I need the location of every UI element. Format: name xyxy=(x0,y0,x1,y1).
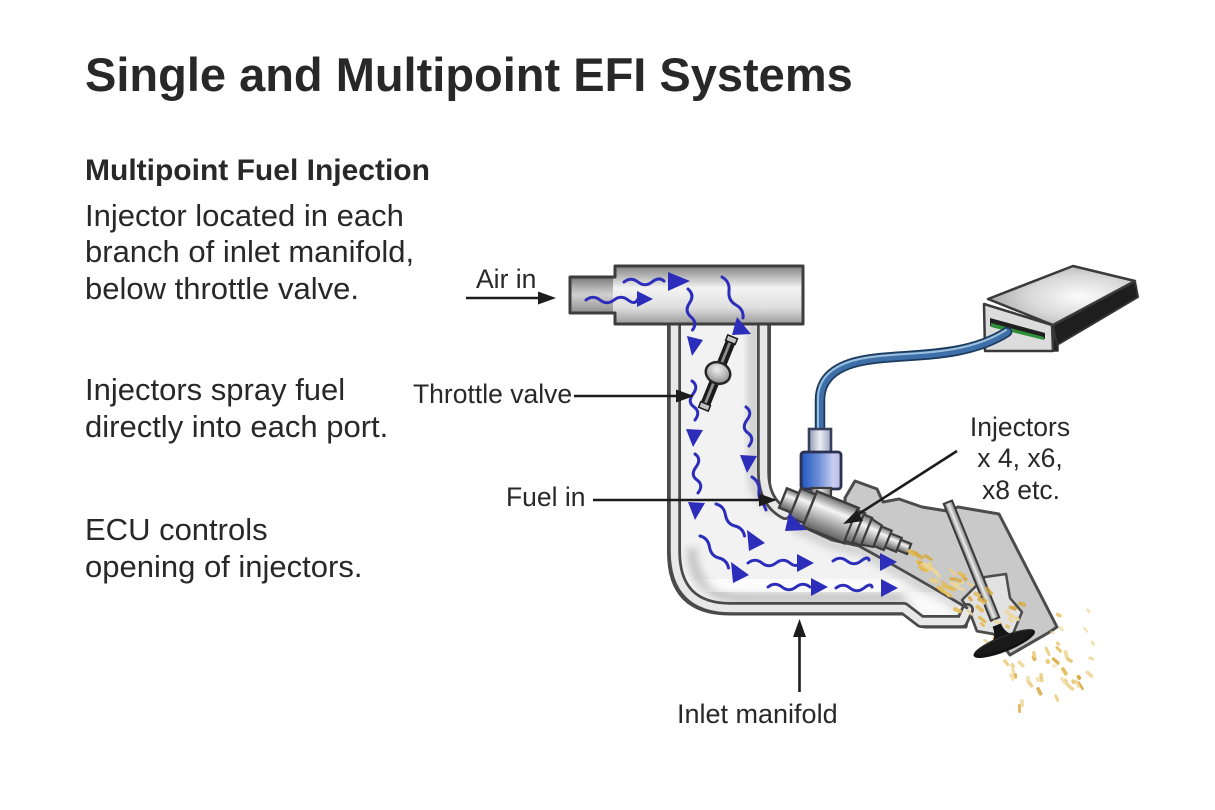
svg-text:directly into each port.: directly into each port. xyxy=(85,409,388,444)
svg-text:ECU controls: ECU controls xyxy=(85,512,268,547)
svg-text:Single and Multipoint EFI Syst: Single and Multipoint EFI Systems xyxy=(85,48,853,101)
svg-text:Throttle valve: Throttle valve xyxy=(413,379,572,409)
svg-text:Fuel in: Fuel in xyxy=(506,482,586,512)
svg-text:Air in: Air in xyxy=(476,264,536,294)
svg-text:below throttle valve.: below throttle valve. xyxy=(85,271,359,306)
svg-text:x8 etc.: x8 etc. xyxy=(982,475,1060,505)
svg-text:Injectors: Injectors xyxy=(970,412,1070,442)
svg-text:Injectors spray fuel: Injectors spray fuel xyxy=(85,372,345,407)
svg-text:x 4, x6,: x 4, x6, xyxy=(977,443,1062,473)
svg-text:Inlet manifold: Inlet manifold xyxy=(677,699,838,729)
svg-text:branch of inlet manifold,: branch of inlet manifold, xyxy=(85,234,414,269)
svg-text:opening of injectors.: opening of injectors. xyxy=(85,549,362,584)
svg-text:Multipoint Fuel Injection: Multipoint Fuel Injection xyxy=(85,154,430,187)
svg-text:Injector located in each: Injector located in each xyxy=(85,198,404,233)
